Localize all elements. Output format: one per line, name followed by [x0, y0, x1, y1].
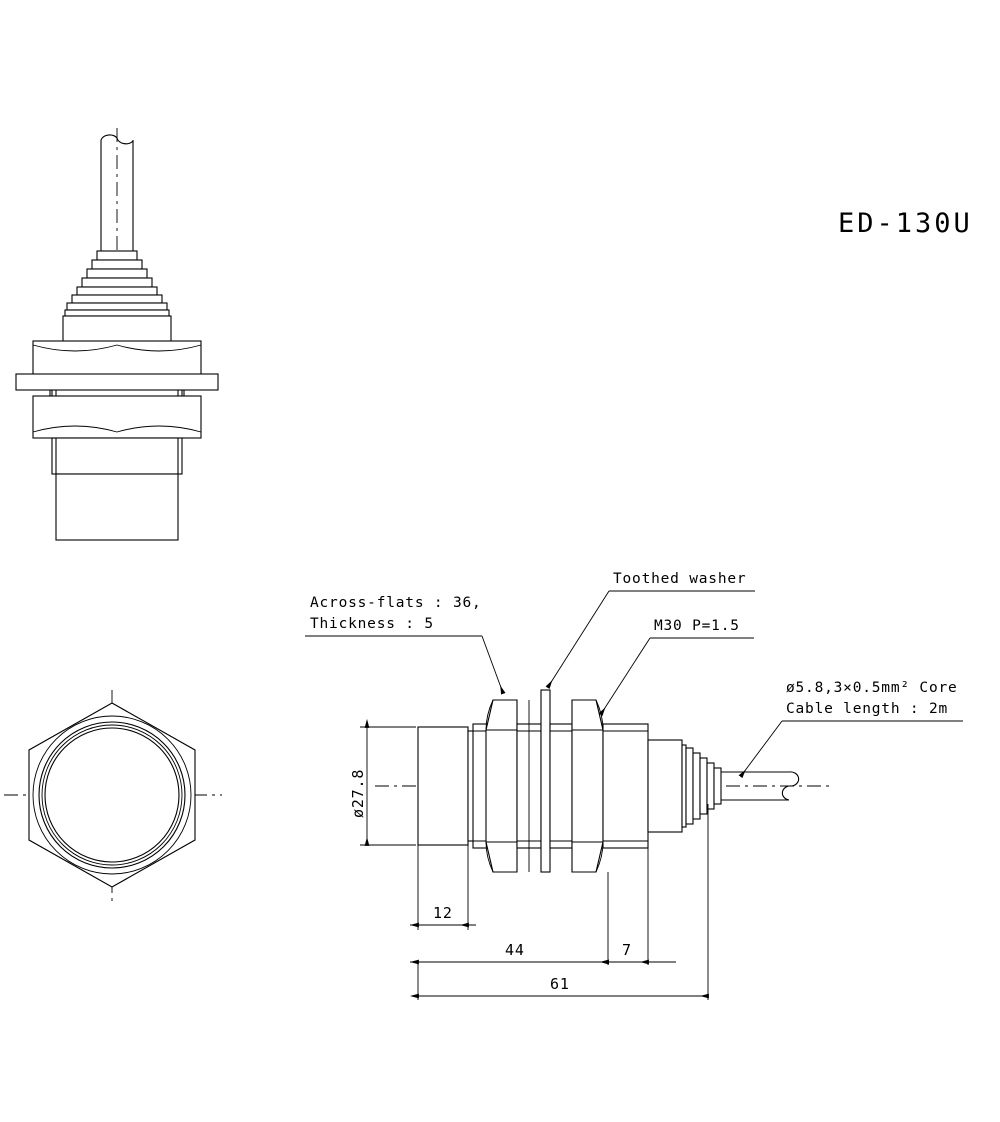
thread-major-circle: [38, 721, 186, 869]
note-across-flats-line2: Thickness : 5: [310, 616, 434, 632]
gland-collar-side: [681, 744, 687, 828]
dimension-44: 44: [409, 872, 616, 965]
rear-thread-side: [602, 723, 649, 849]
front-barrel-vertical: [51, 437, 183, 475]
note-toothed-washer: Toothed washer: [545, 571, 755, 690]
hex-chamfer-circle: [32, 715, 192, 875]
note-cable: ø5.8,3×0.5mm² Core Cable length : 2m: [738, 680, 963, 779]
note-thread: M30 P=1.5: [598, 618, 754, 717]
hex-outline: [28, 702, 196, 888]
sensing-head-side: [417, 726, 469, 846]
view-side-elevation: [375, 689, 830, 873]
cable-gland-side: [647, 739, 683, 833]
hex-nut-2-vertical: [32, 395, 202, 439]
note-cable-line2: Cable length : 2m: [786, 701, 948, 717]
dim-label-44: 44: [505, 941, 525, 959]
toothed-washer-side: [540, 689, 551, 873]
thread-shank-2-side: [516, 700, 542, 872]
dim-label-12: 12: [433, 904, 453, 922]
strain-relief-vertical: [66, 250, 168, 311]
note-cable-line1: ø5.8,3×0.5mm² Core: [786, 680, 958, 696]
dimension-12: 12: [409, 845, 476, 930]
dim-label-diameter: ø27.8: [349, 769, 367, 818]
bore-circle: [44, 727, 180, 863]
sensing-head-vertical: [55, 473, 179, 541]
hex-nut-2-side: [571, 699, 604, 873]
view-hex-end: [4, 690, 222, 902]
note-across-flats-leader: [481, 635, 506, 695]
note-cable-leader: [738, 720, 783, 779]
cable-side: [721, 771, 800, 801]
note-across-flats: Across-flats : 36, Thickness : 5: [305, 595, 506, 695]
note-toothed-washer-leader: [545, 590, 610, 690]
cable-vertical: [100, 134, 134, 251]
dimension-61: 61: [409, 804, 709, 1000]
dimension-diameter: ø27.8: [349, 718, 416, 846]
hex-nut-1-side: [485, 699, 518, 873]
strain-relief-side: [685, 747, 722, 825]
drawing-title: ED-130U: [838, 208, 973, 239]
view-front-elevation-vertical: [15, 128, 219, 541]
note-toothed-washer-label: Toothed washer: [613, 571, 746, 587]
note-thread-leader: [598, 637, 651, 717]
note-across-flats-line1: Across-flats : 36,: [310, 595, 482, 611]
dim-label-61: 61: [550, 975, 570, 993]
dimension-7: 7: [599, 848, 676, 965]
dim-label-7: 7: [622, 941, 632, 959]
toothed-washer-vertical: [15, 373, 219, 391]
note-thread-label: M30 P=1.5: [654, 618, 740, 634]
thread-minor-circle: [41, 724, 183, 866]
thread-shank-3-side: [549, 723, 573, 849]
